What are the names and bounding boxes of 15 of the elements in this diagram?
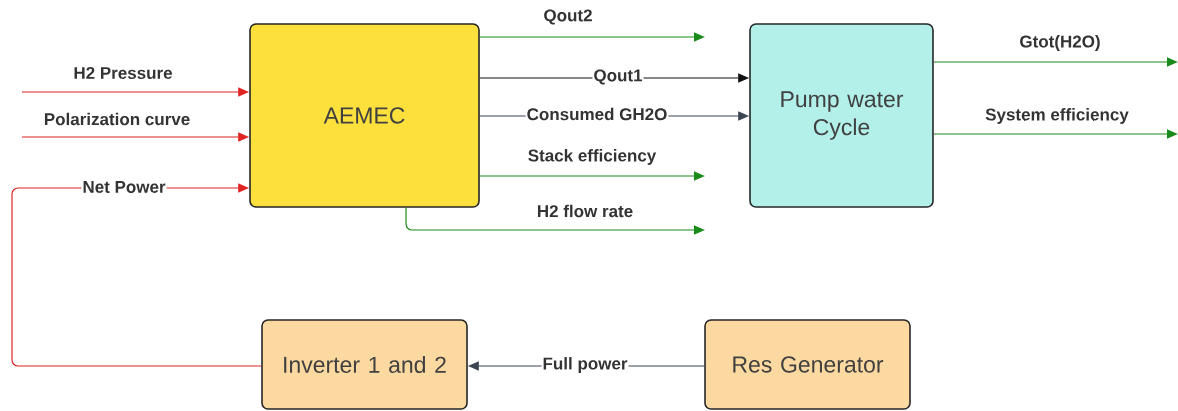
edge-label: Qout1 bbox=[592, 68, 644, 86]
edge-label: Stack efficiency bbox=[528, 149, 657, 165]
edge-label: Polarization curve bbox=[44, 112, 190, 126]
process-box: Pump water Cycle bbox=[749, 23, 934, 208]
process-box: Inverter 1 and 2 bbox=[261, 319, 468, 410]
edge-label: Full power bbox=[541, 356, 629, 374]
edge-label: Gtot(H2O) bbox=[1020, 35, 1100, 51]
edge-label: H2 flow rate bbox=[538, 204, 633, 218]
edge-label: H2 Pressure bbox=[74, 66, 172, 79]
process-box: AEMEC bbox=[249, 23, 480, 208]
edge-label: Qout2 bbox=[544, 9, 592, 25]
edge-label: Consumed GH2O bbox=[525, 106, 669, 122]
edge-label: System efficiency bbox=[985, 108, 1129, 124]
process-box: Res Generator bbox=[704, 319, 911, 410]
edge-label: Net Power bbox=[81, 180, 167, 194]
